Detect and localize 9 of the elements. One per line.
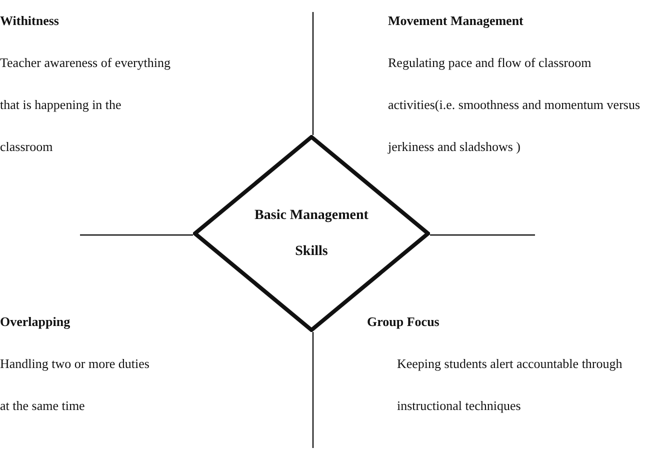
description: Handling two or more duties at the same time <box>0 355 150 415</box>
heading: Withitness <box>0 12 60 30</box>
heading: Group Focus <box>367 313 440 331</box>
node-title: Basic Management Skills <box>254 206 370 260</box>
heading: Overlapping <box>0 313 72 331</box>
heading: Movement Management <box>388 12 524 30</box>
description: Teacher awareness of everything that is happening in the classroom <box>0 54 172 156</box>
description: Keeping students alert accountable through instructional techniques <box>397 355 624 415</box>
description: Regulating pace and flow of classroom activities(i.e. smoothness and momentum versus jerkiness and sladshows ) <box>388 54 642 156</box>
